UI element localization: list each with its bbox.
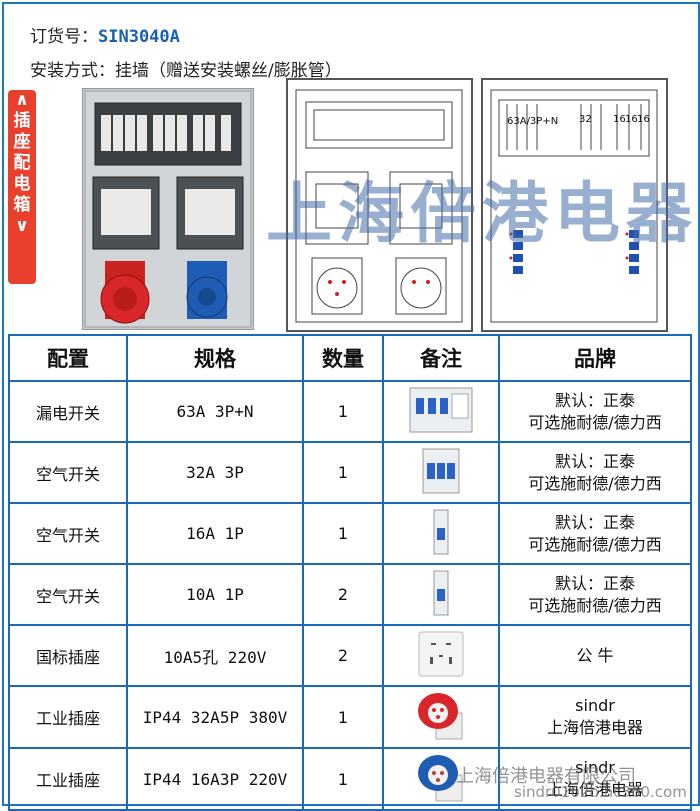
label-16a: 16 xyxy=(613,114,626,125)
cell-note xyxy=(382,380,500,443)
cell-config: 工业插座 xyxy=(8,747,128,811)
cell-spec: 16A 1P xyxy=(126,502,304,565)
table-row: 空气开关 10A 1P 2 默认：正泰 可选施耐德/德力西 xyxy=(8,563,692,626)
cell-config: 空气开关 xyxy=(8,441,128,504)
sidetab-char: 插 xyxy=(13,111,31,131)
rcbo-icon xyxy=(409,387,473,432)
watermark-company: 上海倍港电器有限公司 xyxy=(456,766,636,787)
brand-default: 默认：正泰 xyxy=(554,451,635,471)
brand-default: 公 牛 xyxy=(576,645,614,665)
chevron-up-icon: ∧ xyxy=(15,90,29,110)
breaker-3p-icon xyxy=(422,448,460,493)
cell-qty: 1 xyxy=(302,747,384,811)
cell-config: 空气开关 xyxy=(8,502,128,565)
front-view-drawing xyxy=(286,78,473,332)
cell-config: 空气开关 xyxy=(8,563,128,626)
side-category-tab[interactable]: ∧ 插 座 配 电 箱 ∨ xyxy=(8,90,36,284)
col-config: 配置 xyxy=(8,334,128,382)
col-brand: 品牌 xyxy=(498,334,692,382)
col-spec: 规格 xyxy=(126,334,304,382)
table-row: 工业插座 IP44 16A3P 220V 1 sindr 上海倍港电器 xyxy=(8,747,692,811)
cell-brand: sindr 上海倍港电器 xyxy=(498,685,692,749)
cell-note xyxy=(382,441,500,504)
watermark-brand: 上海倍港电器 xyxy=(266,175,698,252)
cell-note xyxy=(382,685,500,749)
cell-config: 漏电开关 xyxy=(8,380,128,443)
cell-spec: 10A5孔 220V xyxy=(126,624,304,687)
order-label: 订货号： xyxy=(30,27,98,47)
breaker-1p-icon xyxy=(433,509,449,554)
breaker-1p-icon xyxy=(433,570,449,615)
brand-optional: 上海倍港电器 xyxy=(546,718,643,737)
label-32: 32 xyxy=(579,114,592,125)
cell-note xyxy=(382,624,500,687)
cell-note xyxy=(382,502,500,565)
label-16c: 16 xyxy=(637,114,650,125)
cell-config: 国标插座 xyxy=(8,624,128,687)
cell-spec: 32A 3P xyxy=(126,441,304,504)
cell-qty: 1 xyxy=(302,380,384,443)
sidetab-char: 箱 xyxy=(13,195,31,215)
table-row: 空气开关 32A 3P 1 默认：正泰 可选施耐德/德力西 xyxy=(8,441,692,504)
brand-optional: 可选施耐德/德力西 xyxy=(528,412,662,432)
cell-qty: 1 xyxy=(302,502,384,565)
label-main: 63A/3P+N xyxy=(507,116,558,127)
brand-optional: 上海倍港电器 xyxy=(546,780,643,799)
sidetab-char: 座 xyxy=(13,132,31,152)
brand-optional: 可选施耐德/德力西 xyxy=(528,473,662,493)
cell-brand: 默认：正泰 可选施耐德/德力西 xyxy=(498,441,692,504)
cell-brand: 默认：正泰 可选施耐德/德力西 xyxy=(498,563,692,626)
watermark-site: sindr0162b.hc360.com xyxy=(514,783,687,801)
brand-optional: 可选施耐德/德力西 xyxy=(528,595,662,615)
product-photo xyxy=(82,88,254,330)
order-number: 订货号：SIN3040A xyxy=(30,22,180,47)
cell-brand: sindr 上海倍港电器 xyxy=(498,747,692,811)
cell-spec: IP44 16A3P 220V xyxy=(126,747,304,811)
install-method: 安装方式：挂墙（赠送安装螺丝/膨胀管） xyxy=(30,61,342,81)
cell-brand: 默认：正泰 可选施耐德/德力西 xyxy=(498,502,692,565)
industrial-socket-blue-icon xyxy=(418,755,463,802)
cell-brand: 公 牛 xyxy=(498,624,692,687)
sidetab-char: 配 xyxy=(13,153,31,173)
cell-qty: 1 xyxy=(302,441,384,504)
brand-default: 默认：正泰 xyxy=(554,390,635,410)
wiring-diagram: 63A/3P+N 32 16 16 16 xyxy=(481,78,668,332)
brand-optional: 可选施耐德/德力西 xyxy=(528,534,662,554)
table-row: 空气开关 16A 1P 1 默认：正泰 可选施耐德/德力西 xyxy=(8,502,692,565)
cell-note xyxy=(382,563,500,626)
col-qty: 数量 xyxy=(302,334,384,382)
brand-default: sindr xyxy=(575,696,615,715)
table-row: 工业插座 IP44 32A5P 380V 1 sindr 上海倍港电器 xyxy=(8,685,692,749)
brand-default: 默认：正泰 xyxy=(554,573,635,593)
cell-qty: 2 xyxy=(302,624,384,687)
label-16b: 16 xyxy=(625,114,638,125)
sidetab-char: 电 xyxy=(13,174,31,194)
col-note: 备注 xyxy=(382,334,500,382)
table-row: 漏电开关 63A 3P+N 1 默认：正泰 可选施耐德/德力西 xyxy=(8,380,692,443)
chevron-down-icon: ∨ xyxy=(15,216,29,236)
brand-default: sindr xyxy=(575,758,615,777)
table-header-row: 配置 规格 数量 备注 品牌 xyxy=(8,334,692,382)
order-code: SIN3040A xyxy=(98,27,180,47)
cell-spec: IP44 32A5P 380V xyxy=(126,685,304,749)
table-row: 国标插座 10A5孔 220V 2 公 牛 xyxy=(8,624,692,687)
cell-qty: 2 xyxy=(302,563,384,626)
industrial-socket-red-icon xyxy=(418,693,463,740)
wall-socket-icon xyxy=(418,631,464,676)
cell-config: 工业插座 xyxy=(8,685,128,749)
spec-table: 配置 规格 数量 备注 品牌 漏电开关 63A 3P+N 1 默认：正泰 可选施… xyxy=(8,334,692,811)
cell-spec: 63A 3P+N xyxy=(126,380,304,443)
cell-spec: 10A 1P xyxy=(126,563,304,626)
cell-qty: 1 xyxy=(302,685,384,749)
cell-brand: 默认：正泰 可选施耐德/德力西 xyxy=(498,380,692,443)
cell-note xyxy=(382,747,500,811)
brand-default: 默认：正泰 xyxy=(554,512,635,532)
